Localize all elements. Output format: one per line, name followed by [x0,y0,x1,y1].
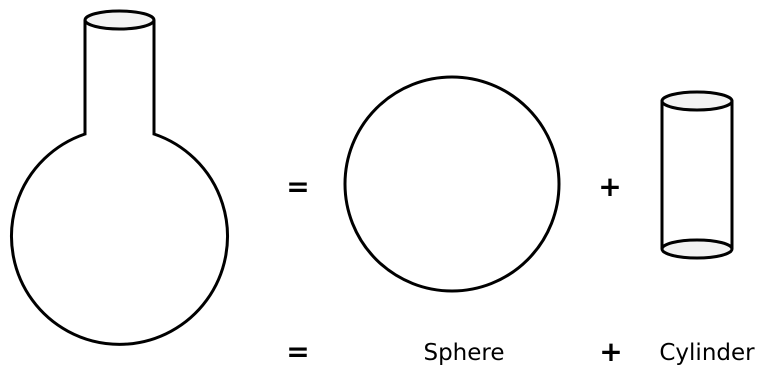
sphere-label: Sphere [423,340,504,366]
cylinder-top [662,92,732,110]
cylinder-shape [662,92,732,258]
flask-neck-top [85,11,154,29]
sphere-shape [345,77,559,291]
plus-sign-top: + [598,170,621,203]
cylinder-bottom [662,240,732,258]
flask-shape [12,11,228,344]
cylinder-label: Cylinder [659,340,755,366]
flask-outline [12,20,228,344]
plus-sign-bottom: + [599,335,622,368]
equals-sign-top: = [286,170,309,203]
equals-sign-bottom: = [286,335,309,368]
